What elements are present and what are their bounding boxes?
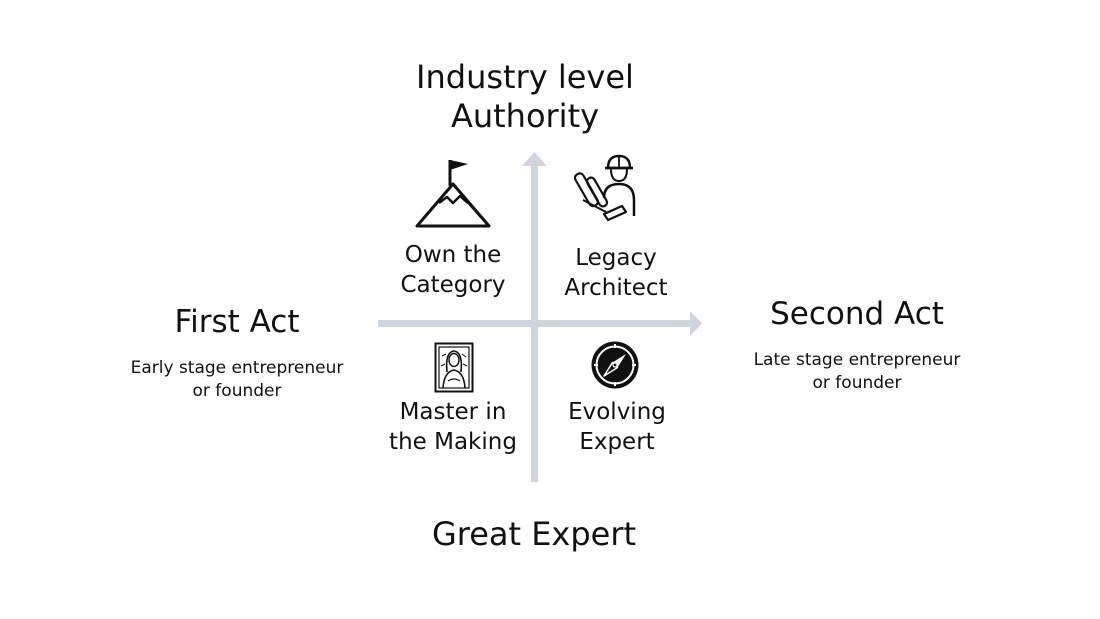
quadrant-bottom-right-line2: Expert — [579, 429, 655, 455]
quadrant-bottom-left-line1: Master in — [399, 399, 507, 425]
quadrant-bottom-left-line2: the Making — [389, 429, 517, 455]
horizontal-axis-line — [378, 320, 690, 327]
architect-icon — [574, 154, 636, 222]
quadrant-top-left-line2: Category — [400, 272, 506, 298]
quadrant-top-left-label: Own the Category — [373, 240, 533, 300]
left-subtitle: Early stage entrepreneur or founder — [112, 357, 362, 403]
vertical-axis-arrowhead — [522, 152, 547, 166]
quadrant-bottom-left-label: Master in the Making — [373, 397, 533, 457]
left-subtitle-line1: Early stage entrepreneur — [130, 358, 344, 378]
right-title: Second Act — [770, 296, 944, 332]
top-axis-label: Industry level Authority — [375, 58, 675, 136]
mountain-flag-icon — [415, 160, 491, 228]
top-axis-label-line2: Authority — [450, 97, 600, 135]
right-subtitle-line2: or founder — [812, 373, 902, 393]
compass-icon — [591, 341, 639, 389]
quadrant-top-right-label: Legacy Architect — [536, 243, 696, 303]
mona-lisa-icon — [434, 342, 474, 393]
quadrant-top-right-line2: Architect — [564, 275, 668, 301]
left-title: First Act — [174, 304, 300, 340]
bottom-axis-label: Great Expert — [431, 515, 637, 553]
quadrant-bottom-right-line1: Evolving — [568, 399, 666, 425]
quadrant-top-left-line1: Own the — [404, 242, 502, 268]
quadrant-top-right-line1: Legacy — [575, 245, 657, 271]
right-subtitle-line1: Late stage entrepreneur — [753, 350, 961, 370]
quadrant-bottom-right-label: Evolving Expert — [537, 397, 697, 457]
left-subtitle-line2: or founder — [192, 381, 282, 401]
top-axis-label-line1: Industry level — [416, 58, 634, 96]
horizontal-axis-arrowhead — [690, 311, 702, 336]
right-subtitle: Late stage entrepreneur or founder — [732, 349, 982, 395]
